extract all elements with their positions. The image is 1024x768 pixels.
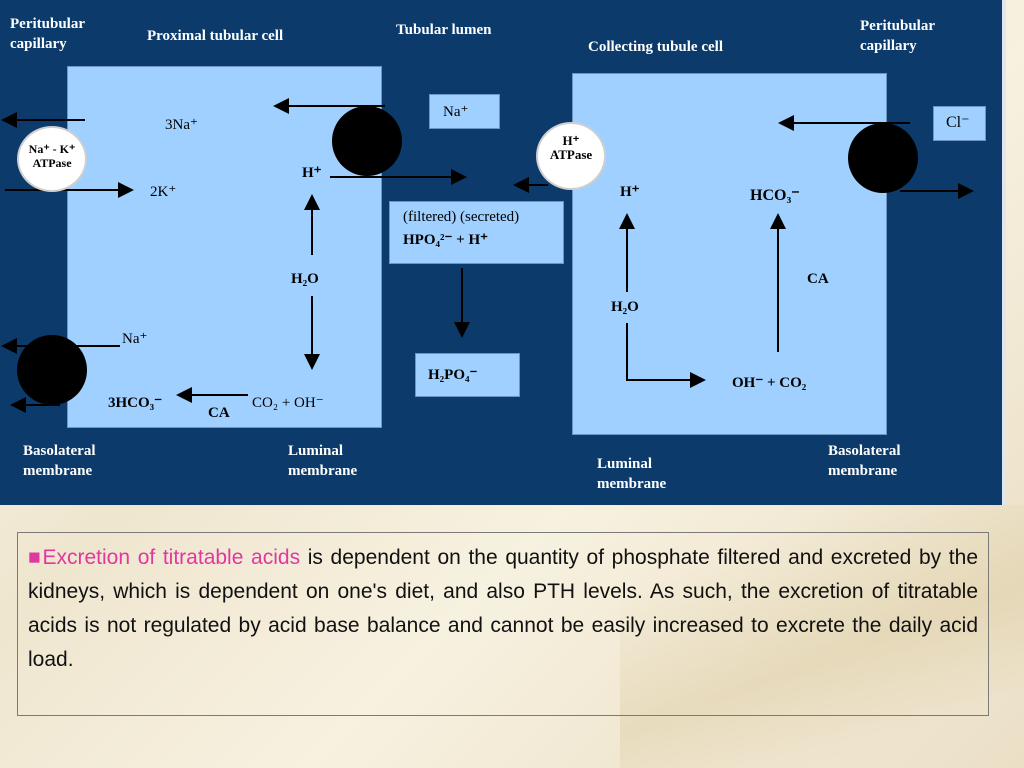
- basolateral-na-label: Na⁺: [122, 331, 148, 347]
- h2o-right-label: H₂O: [611, 299, 639, 315]
- h-plus-right-label: H⁺: [620, 184, 640, 200]
- lumen-phosphate-box: [389, 201, 564, 264]
- three-na-label: 3Na⁺: [165, 117, 198, 133]
- hpo4-h-label: HPO₄²⁻ + H⁺: [403, 232, 489, 248]
- highlight-phrase: Excretion of titratable acids: [42, 546, 301, 569]
- collecting-cell-label: Collecting tubule cell: [588, 39, 723, 55]
- explanation-text-box: ■Excretion of titratable acids is depend…: [17, 532, 989, 716]
- ca-left-label: CA: [208, 405, 230, 421]
- h2po4-box: [415, 353, 520, 397]
- h-plus-left-label: H⁺: [302, 165, 322, 181]
- oh-co2-label: OH⁻ + CO₂: [732, 375, 807, 391]
- cl-minus-label: Cl⁻: [946, 114, 970, 131]
- proximal-cell-label: Proximal tubular cell: [147, 28, 284, 44]
- two-k-label: 2K⁺: [150, 184, 177, 200]
- explanation-body: is dependent on the quantity of phosphat…: [28, 546, 979, 671]
- h2po4-label: H₂PO₄⁻: [428, 367, 478, 383]
- hco3-right-label: HCO₃⁻: [750, 187, 800, 204]
- filtered-secreted-label: (filtered) (secreted): [403, 209, 520, 225]
- diagram-border: [1002, 0, 1006, 505]
- lumen-na-label: Na⁺: [443, 104, 469, 120]
- bullet-icon: ■: [28, 546, 43, 569]
- collecting-tubule-cell: [572, 73, 887, 435]
- lumen-na-box: [429, 94, 500, 129]
- cl-box: [933, 106, 986, 141]
- proximal-tubular-cell: [67, 66, 382, 428]
- ca-right-label: CA: [807, 271, 829, 287]
- three-hco3-label: 3HCO₃⁻: [108, 395, 163, 411]
- co2-oh-label: CO₂ + OH⁻: [252, 395, 324, 411]
- na-k-atpase-pump: Na⁺ - K⁺ATPase: [17, 126, 87, 192]
- tubular-lumen-label: Tubular lumen: [396, 22, 492, 38]
- h-atpase-pump: H⁺ATPase: [536, 122, 606, 190]
- h2o-left-label: H₂O: [291, 271, 319, 287]
